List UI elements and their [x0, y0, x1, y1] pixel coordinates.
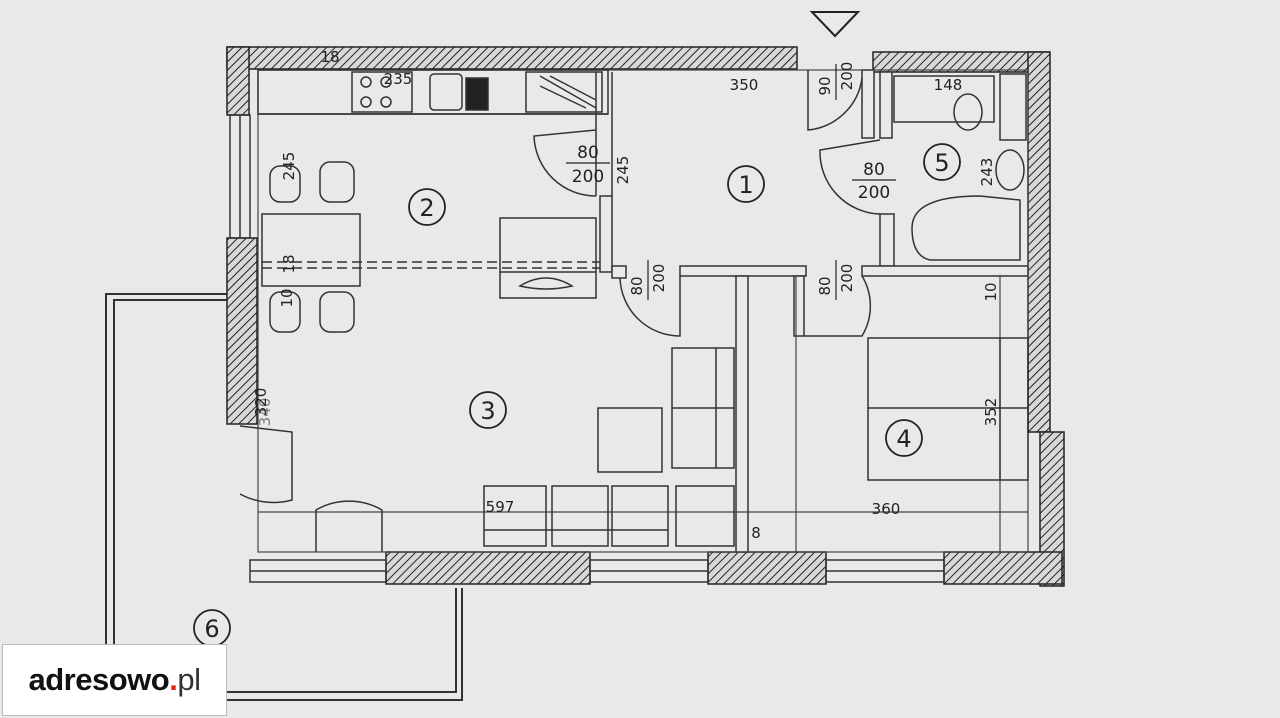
- dim-living-height: 320: [252, 388, 270, 417]
- washbasin: [893, 75, 995, 123]
- outer-walls: [226, 46, 1065, 587]
- wall-bottom-a: [385, 551, 591, 585]
- dining-set: [261, 161, 361, 333]
- room-1-number: 1: [738, 171, 753, 199]
- logo-dot: .: [169, 662, 178, 697]
- wall-top-right: [872, 51, 1050, 73]
- dim-bed-height: 352: [982, 398, 1000, 427]
- dim-wall-18-b: 18: [280, 254, 298, 273]
- dim-bath-width: 148: [934, 76, 963, 94]
- adresowo-logo[interactable]: adresowo.pl: [2, 644, 227, 716]
- room-4-number: 4: [896, 425, 911, 453]
- room-3-circle: [469, 391, 507, 429]
- door-main: [807, 70, 863, 131]
- door-kitchen-width: 80: [577, 143, 599, 163]
- door-kitchen: [533, 129, 597, 197]
- dim-wall-8: 8: [751, 524, 761, 542]
- door-bath-width: 80: [863, 160, 885, 180]
- dining-table: [261, 213, 361, 287]
- wall-bottom-c: [943, 551, 1063, 585]
- dim-living-height-overlay: 340: [256, 398, 274, 427]
- entrance-marker: [809, 11, 861, 38]
- room-2-number: 2: [419, 194, 434, 222]
- door-main-width: 90: [816, 76, 834, 95]
- wall-top-left: [226, 46, 798, 70]
- sofa-seat-1: [483, 485, 547, 547]
- door-balcony: [239, 425, 293, 504]
- wall-bottom-b: [707, 551, 827, 585]
- sink-round-icon: [995, 149, 1025, 191]
- dim-wall-10: 10: [982, 282, 1000, 301]
- bed: [867, 337, 1029, 481]
- sofa-seat-4: [675, 485, 735, 547]
- door-bed-height: 200: [838, 264, 856, 293]
- room-1-circle: [727, 165, 765, 203]
- logo-tld: pl: [177, 662, 201, 697]
- dim-dining-a: 245: [280, 152, 298, 181]
- room-4-circle: [885, 419, 923, 457]
- dim-hall-width: 350: [730, 76, 759, 94]
- door-bed-width: 80: [816, 276, 834, 295]
- dim-bed-width: 360: [872, 500, 901, 518]
- sofa-seat-3: [611, 485, 669, 547]
- room-6-number: 6: [204, 615, 219, 643]
- door-main-height: 200: [838, 62, 856, 91]
- bathroom-fixtures: [893, 73, 1027, 261]
- coffee-table: [597, 407, 663, 473]
- door-kitchen-height: 200: [572, 167, 604, 187]
- living-furniture: [483, 347, 735, 547]
- sink-icon: [429, 73, 463, 111]
- dim-kitchen-width: 235: [384, 70, 413, 88]
- door-bath-height: 200: [858, 183, 890, 203]
- dim-living-width: 597: [486, 498, 515, 516]
- wall-left-mid: [226, 237, 258, 425]
- room-5-circle: [923, 143, 961, 181]
- dim-hall-height: 245: [614, 156, 632, 185]
- wall-left-upper: [226, 46, 250, 116]
- dim-dining-b: 10: [278, 288, 296, 307]
- dishrack-icon: [525, 71, 603, 113]
- doors: [239, 70, 881, 552]
- wall-right-upper: [1027, 51, 1051, 433]
- room-3-number: 3: [480, 397, 495, 425]
- cabinet: [499, 217, 597, 299]
- balcony-outline: [105, 293, 463, 701]
- door-bath: [819, 139, 881, 215]
- dim-wall-18-a: 18: [320, 48, 339, 66]
- dim-bath-height: 243: [978, 158, 996, 187]
- room-5-number: 5: [934, 149, 949, 177]
- kitchen-counter: [257, 69, 609, 115]
- door-living-height: 200: [650, 264, 668, 293]
- door-living-width: 80: [628, 276, 646, 295]
- room-2-circle: [408, 188, 446, 226]
- partition-line: [262, 261, 600, 269]
- door-living: [619, 276, 681, 337]
- interior-walls: [595, 69, 1029, 553]
- bathtub-icon: [911, 195, 1021, 261]
- door-balcony-2: [315, 500, 383, 552]
- sofa-seat-2: [551, 485, 609, 547]
- stove-icon: [351, 71, 413, 113]
- logo-name: adresowo: [28, 662, 170, 697]
- windows: [229, 114, 945, 583]
- door-bed: [804, 275, 872, 337]
- toilet-icon: [953, 93, 983, 131]
